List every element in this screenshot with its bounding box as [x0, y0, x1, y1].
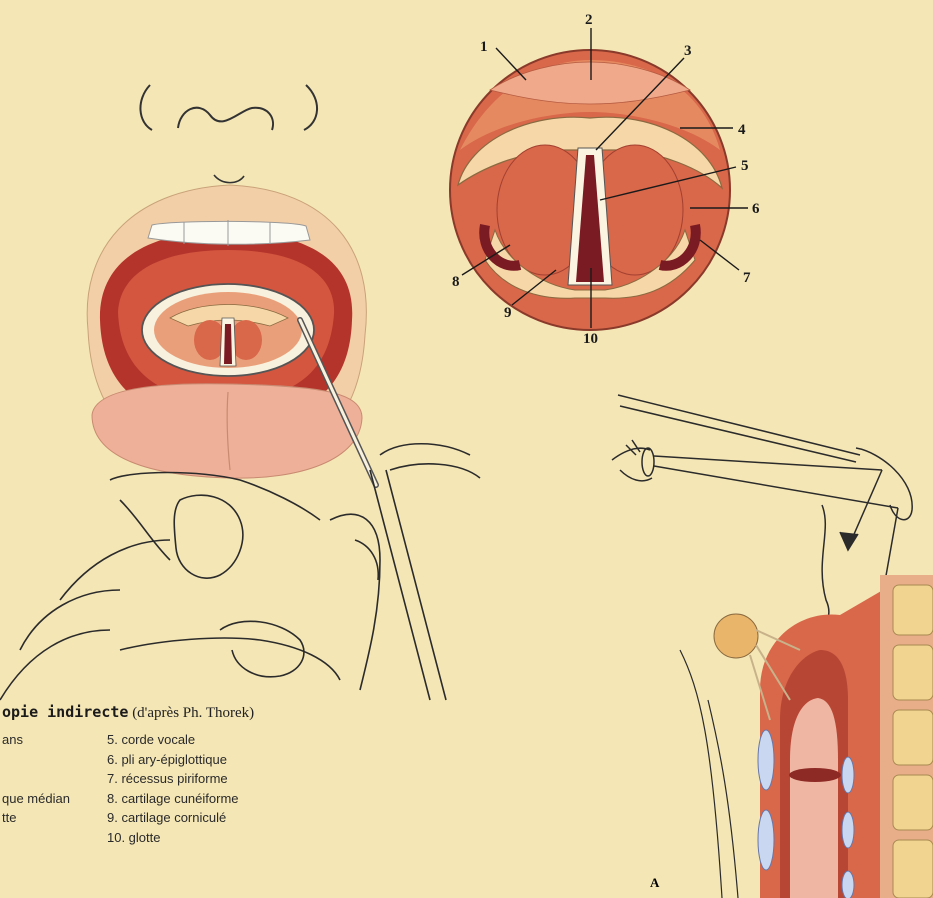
legend-right-column: 5. corde vocale 6. pli ary-épiglottique …	[107, 730, 239, 847]
legend-left-item: tte	[2, 808, 70, 828]
figure-caption: opie indirecte (d'après Ph. Thorek)	[2, 703, 254, 722]
number-6: 6	[752, 201, 760, 217]
legend-left-item: que médian	[2, 789, 70, 809]
legend-item-9: 9. cartilage corniculé	[107, 808, 239, 828]
legend-item-8: 8. cartilage cunéiforme	[107, 789, 239, 809]
legend-left-item	[2, 769, 70, 789]
legend-item-7: 7. récessus piriforme	[107, 769, 239, 789]
number-4: 4	[738, 122, 746, 138]
sagittal-section	[680, 575, 933, 898]
legend-item-10: 10. glotte	[107, 828, 239, 848]
figure-letter: A	[650, 875, 659, 891]
hands-drawing	[0, 444, 480, 700]
number-9: 9	[504, 305, 512, 321]
number-5: 5	[741, 158, 749, 174]
larynx-mirror-view: 1 2 3 4 5 6 7 8 9 10	[450, 12, 760, 347]
number-3: 3	[684, 43, 692, 59]
legend-item-5: 5. corde vocale	[107, 730, 239, 750]
face-mouth-drawing	[87, 85, 376, 485]
legend-item-6: 6. pli ary-épiglottique	[107, 750, 239, 770]
number-10: 10	[583, 331, 598, 347]
legend-left-item	[2, 750, 70, 770]
number-1: 1	[480, 39, 488, 55]
number-7: 7	[743, 270, 751, 286]
caption-rest: (d'après Ph. Thorek)	[128, 705, 254, 721]
legend-left-item: ans	[2, 730, 70, 750]
number-8: 8	[452, 274, 460, 290]
legend-left-column: ans que médian tte	[2, 730, 70, 828]
number-2: 2	[585, 12, 593, 28]
caption-bold: opie indirecte	[2, 703, 128, 721]
